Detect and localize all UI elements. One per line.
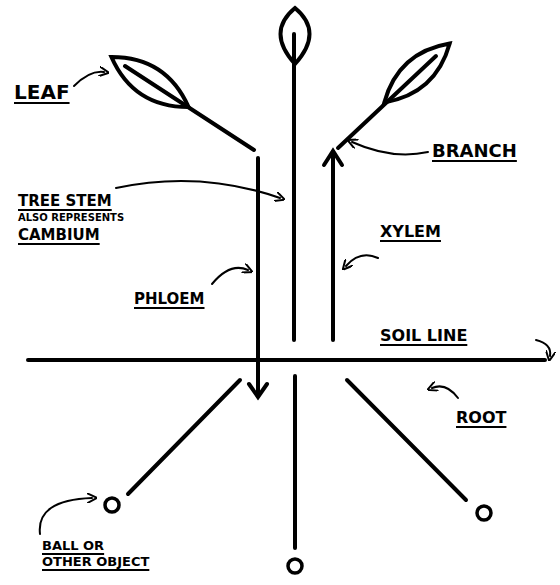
leader-arrow [432, 386, 458, 398]
part-label: ALSO REPRESENTS [18, 212, 124, 225]
arrowhead [249, 384, 267, 397]
branch-line [125, 66, 254, 150]
part-label: TREE STEM [18, 192, 112, 211]
soil-line [28, 358, 545, 362]
leader-arrow [352, 142, 428, 154]
part-label: SOIL LINE [380, 326, 467, 346]
leader-arrow [116, 181, 280, 198]
root-ball [105, 498, 119, 512]
root-ball [477, 506, 491, 520]
leader-arrow [346, 255, 378, 266]
xylem-arrow [331, 152, 335, 340]
part-label: BRANCH [432, 140, 517, 163]
tree-stem [292, 34, 296, 340]
part-label: PHLOEM [134, 290, 205, 309]
leader-arrow [40, 498, 92, 534]
root-line [347, 380, 466, 500]
part-label: LEAF [14, 80, 70, 105]
root-line [293, 376, 297, 548]
leader-arrow [536, 340, 550, 356]
leader-arrow [212, 268, 248, 284]
arrowhead [324, 151, 342, 165]
part-label: ROOT [456, 408, 506, 428]
branch-line [338, 56, 436, 148]
leader-arrow [74, 72, 104, 86]
part-label: XYLEM [380, 222, 441, 242]
part-label: BALL OR OTHER OBJECT [42, 538, 156, 571]
root-ball [288, 559, 302, 573]
root-line [128, 380, 240, 494]
part-label: CAMBIUM [18, 226, 100, 245]
